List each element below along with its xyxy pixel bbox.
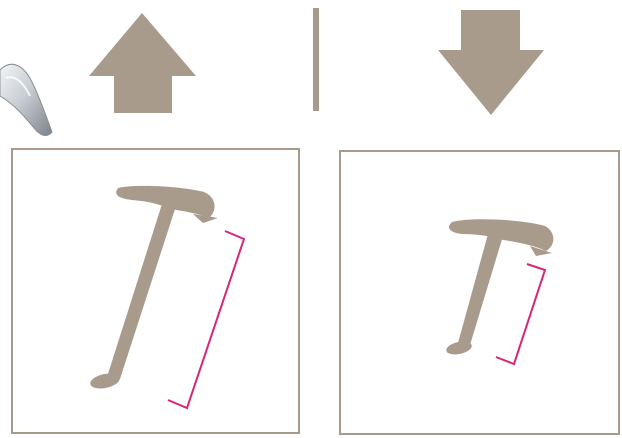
seatpost xyxy=(446,234,503,355)
seatpost-base xyxy=(446,341,472,355)
raised-seat-panel xyxy=(11,148,300,434)
lowered-seat-panel xyxy=(339,150,620,435)
seatpost-base xyxy=(90,373,120,389)
saddle xyxy=(116,185,218,223)
adjustment-lever-icon xyxy=(0,63,53,136)
seatpost xyxy=(90,204,176,389)
measure-bracket xyxy=(495,263,547,366)
arrow-down-icon xyxy=(438,10,544,115)
arrow-up-icon xyxy=(89,13,196,113)
measure-bracket xyxy=(167,230,246,410)
saddle xyxy=(448,219,554,256)
